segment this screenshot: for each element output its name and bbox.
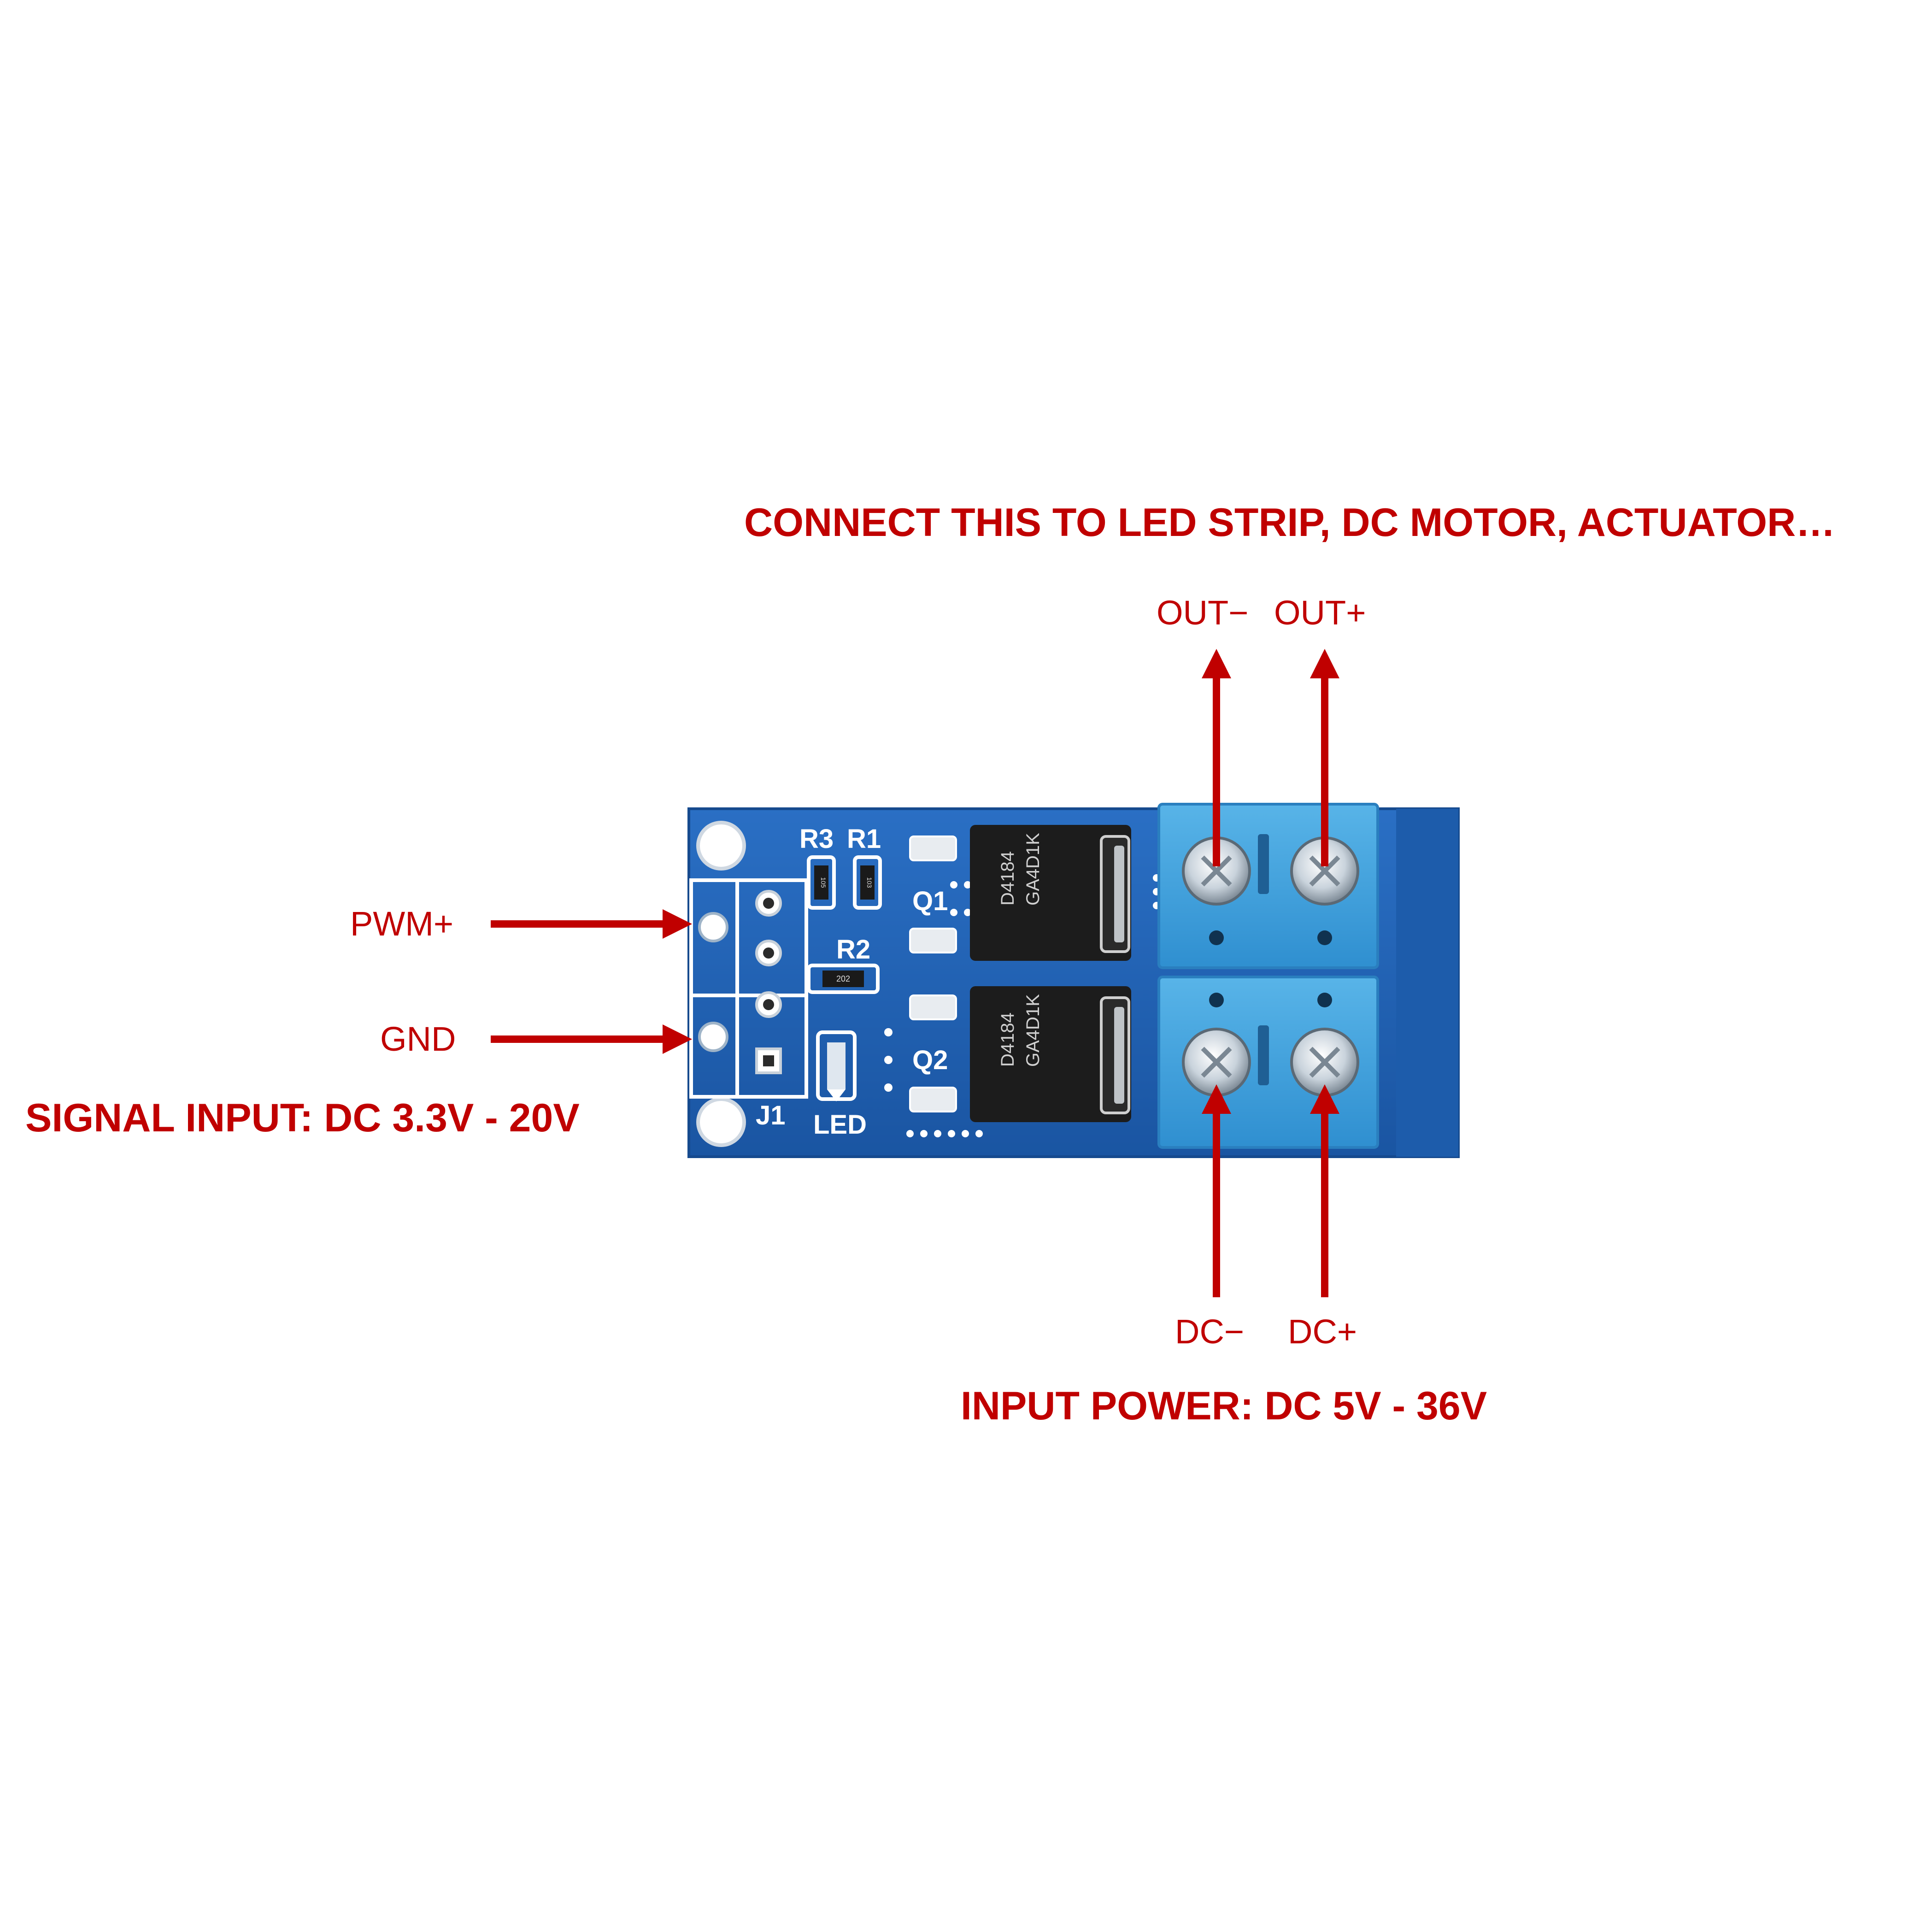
pin-label-dc-minus: DC− (1175, 1312, 1244, 1351)
status-led (816, 1030, 857, 1101)
silk-r3: R3 (799, 824, 834, 854)
mosfet-q1-marking-2: GA4D1K (1023, 833, 1043, 906)
load-heading: CONNECT THIS TO LED STRIP, DC MOTOR, ACT… (744, 500, 1835, 545)
pwm-pin-hole (698, 912, 728, 942)
resistor-code-r2: 202 (836, 974, 850, 983)
resistor-r1: 103 (853, 855, 882, 910)
gnd-pin-hole (698, 1022, 728, 1052)
resistor-code-r3: 105 (820, 877, 827, 888)
mosfet-q2-marking-1: D4184 (998, 1012, 1018, 1067)
annotation-arrows (491, 649, 1339, 1297)
terminal-block-power (1157, 976, 1379, 1149)
resistor-r2: 202 (807, 964, 880, 994)
mosfet-q1: D4184 GA4D1K (909, 825, 1131, 961)
mounting-hole (696, 821, 746, 871)
silk-r1: R1 (847, 824, 881, 854)
mosfet-q1-marking-1: D4184 (998, 851, 1018, 906)
pcb-board: R3 R1 R2 Q1 Q2 J1 LED 105 103 202 (687, 803, 1460, 1158)
mosfet-q2-marking-2: GA4D1K (1023, 994, 1043, 1067)
power-heading: INPUT POWER: DC 5V - 36V (961, 1384, 1487, 1428)
mosfet-q2: D4184 GA4D1K (909, 986, 1131, 1122)
silk-q2: Q2 (912, 1045, 948, 1075)
pin-label-out-plus: OUT+ (1274, 594, 1366, 632)
signal-heading: SIGNAL INPUT: DC 3.3V - 20V (25, 1096, 580, 1140)
pin-label-dc-plus: DC+ (1288, 1312, 1357, 1351)
silk-j1: J1 (756, 1100, 786, 1130)
pin-label-pwm-plus: PWM+ (350, 905, 453, 943)
terminal-block-output (1157, 803, 1379, 969)
pin-label-out-minus: OUT− (1157, 594, 1248, 632)
resistor-code-r1: 103 (866, 877, 873, 888)
pin-label-gnd: GND (380, 1020, 456, 1058)
silk-r2: R2 (836, 935, 870, 965)
resistor-r3: 105 (807, 855, 836, 910)
mounting-hole (696, 1097, 746, 1147)
silk-led: LED (813, 1110, 867, 1140)
silk-q1: Q1 (912, 886, 948, 916)
